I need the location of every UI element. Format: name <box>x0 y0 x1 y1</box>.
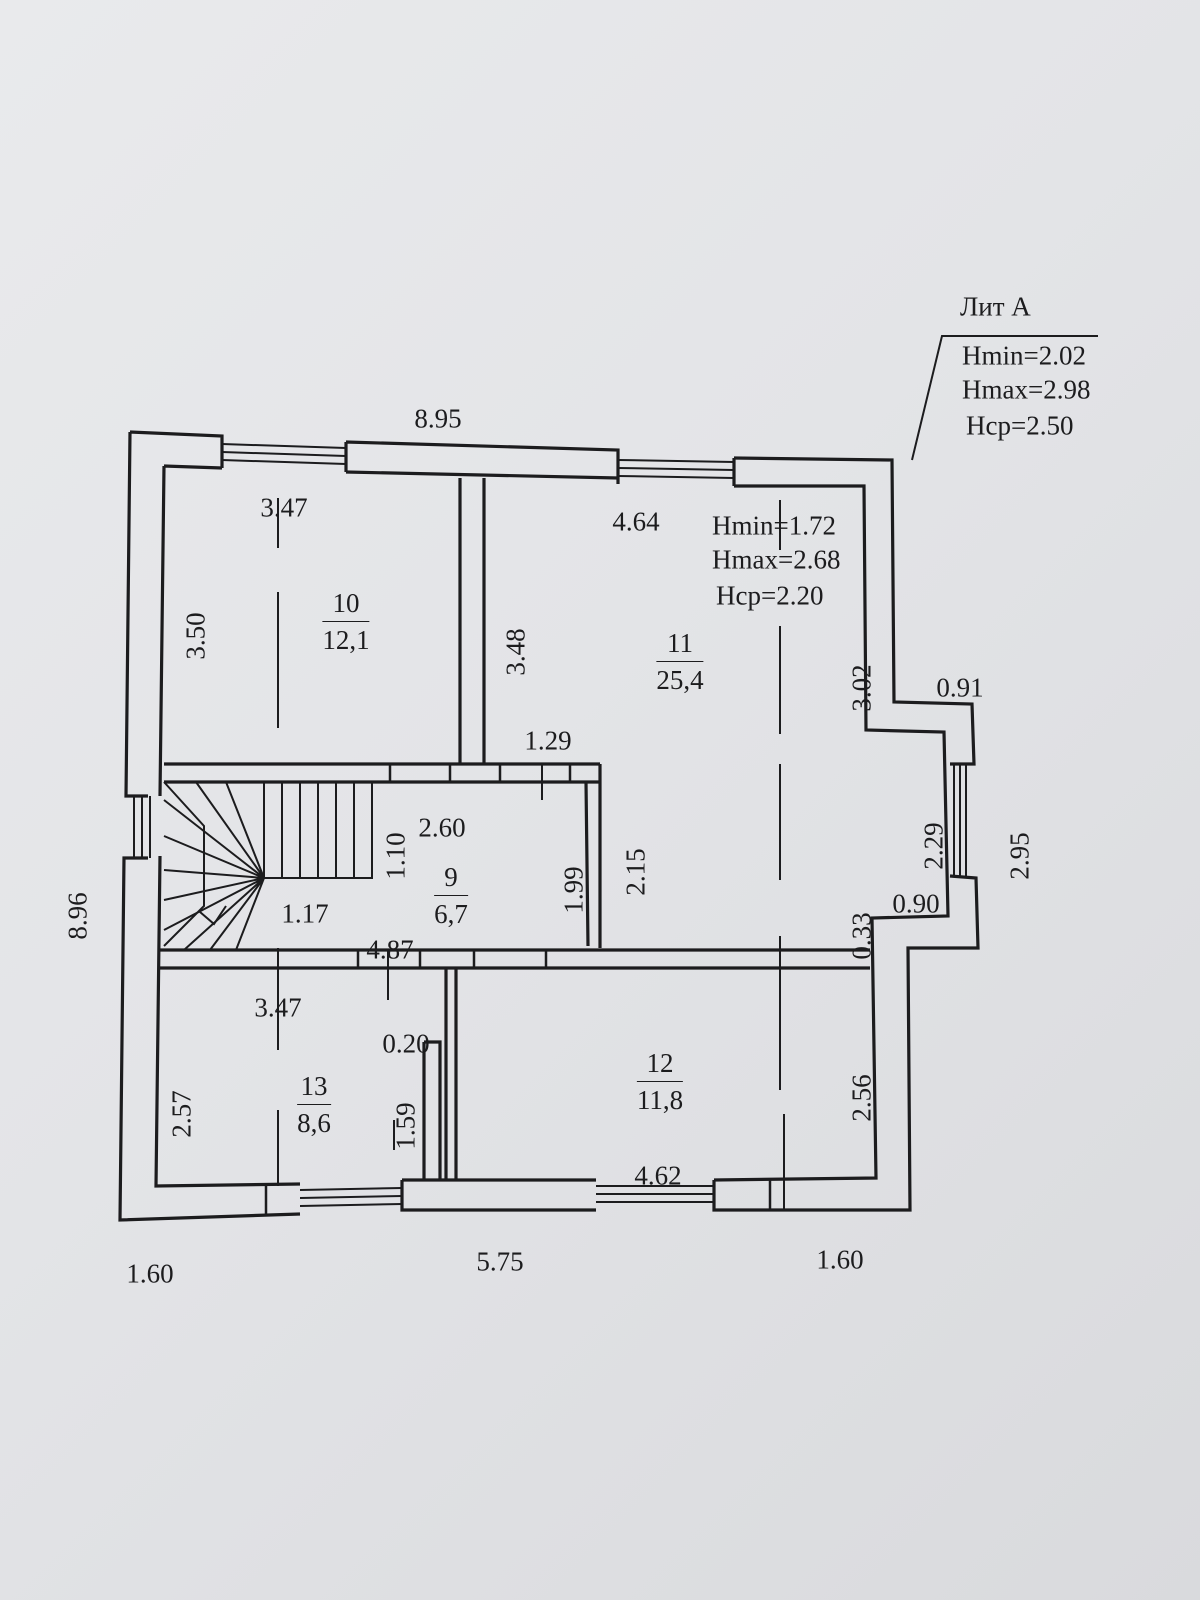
room-13-label: 13 8,6 <box>297 1073 331 1137</box>
dim-bay-height: 2.29 <box>918 822 949 870</box>
staircase <box>163 781 373 951</box>
window-right-bay <box>953 764 967 876</box>
room-10-number: 10 <box>322 590 370 622</box>
room-13-area: 8,6 <box>297 1108 331 1138</box>
dim-mid-width: 4.87 <box>366 934 414 965</box>
dim-r13-height: 2.57 <box>166 1090 197 1138</box>
window-bottom-right <box>596 1185 714 1203</box>
room-12-area: 11,8 <box>636 1085 684 1115</box>
dim-closet-height: 1.59 <box>390 1102 421 1150</box>
outer-wall-contour <box>118 430 980 1222</box>
dim-left-total: 8.96 <box>62 892 93 940</box>
window-top-left <box>221 443 347 465</box>
window-bottom-left <box>299 1187 403 1207</box>
dim-r11-width: 4.64 <box>612 506 660 537</box>
dim-corridor-width: 1.29 <box>524 725 572 756</box>
dim-r9-side: 1.99 <box>558 866 589 914</box>
dim-r10-width: 3.47 <box>260 492 308 523</box>
room11-hmax: Hmax=2.68 <box>712 544 841 575</box>
dim-bottom-right: 1.60 <box>816 1244 864 1275</box>
dim-r11-height: 3.48 <box>500 628 531 676</box>
dimension-lines <box>277 335 1098 1210</box>
window-top-right <box>617 459 735 479</box>
room-9-label: 9 6,7 <box>434 864 468 928</box>
dim-r11-right-height: 3.02 <box>846 664 877 712</box>
partition-upper-horizontal <box>164 762 600 784</box>
room-12-label: 12 11,8 <box>636 1050 684 1115</box>
dim-wall-thin: 0.20 <box>382 1028 430 1059</box>
dim-r13-width: 3.47 <box>254 992 302 1023</box>
lit-hcp: Hср=2.50 <box>966 410 1074 441</box>
window-left <box>133 796 151 858</box>
dim-bay-step: 0.90 <box>892 888 940 919</box>
room-9-area: 6,7 <box>434 899 468 929</box>
room-10-label: 10 12,1 <box>322 590 370 655</box>
dim-small-step: 0.33 <box>846 912 877 960</box>
dim-r12-height: 2.56 <box>846 1074 877 1122</box>
dim-bottom-mid: 5.75 <box>476 1246 524 1277</box>
door-marks <box>264 764 772 1216</box>
partition-lower-horizontal <box>160 948 870 970</box>
closet-wall <box>422 1040 442 1180</box>
dim-step-right-top: 0.91 <box>936 672 984 703</box>
dim-r9-inner-width: 1.17 <box>281 898 329 929</box>
dim-top-total: 8.95 <box>414 403 462 434</box>
partition-r10-r11 <box>458 478 486 764</box>
inner-wall-contour <box>154 458 950 1188</box>
room-12-number: 12 <box>636 1050 684 1082</box>
room-11-area: 25,4 <box>656 665 704 695</box>
room-10-area: 12,1 <box>322 625 370 655</box>
room11-hmin: Hmin=1.72 <box>712 510 836 541</box>
room11-hcp: Hср=2.20 <box>716 580 824 611</box>
dim-bay-outer: 2.95 <box>1004 832 1035 880</box>
lit-title: Лит А <box>960 291 1031 322</box>
room-9-number: 9 <box>434 864 468 896</box>
dim-r9-height: 1.10 <box>380 832 411 880</box>
partition-r13-r12 <box>444 968 458 1180</box>
room-11-number: 11 <box>656 630 704 662</box>
room-11-label: 11 25,4 <box>656 630 704 695</box>
dim-r10-height: 3.50 <box>180 612 211 660</box>
partition-stair-corridor-right <box>584 764 602 948</box>
dim-r9-width: 2.60 <box>418 812 466 843</box>
lit-hmax: Hmax=2.98 <box>962 374 1091 405</box>
lit-hmin: Hmin=2.02 <box>962 340 1086 371</box>
dim-r12-width: 4.62 <box>634 1160 682 1191</box>
dim-bottom-left: 1.60 <box>126 1258 174 1289</box>
room-13-number: 13 <box>297 1073 331 1105</box>
dim-r9-right: 2.15 <box>620 848 651 896</box>
